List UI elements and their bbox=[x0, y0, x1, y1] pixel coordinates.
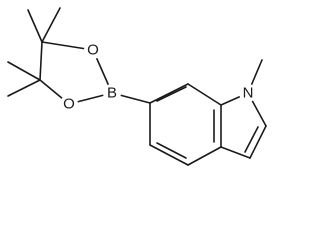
bond-methyl-4 bbox=[7, 79, 41, 97]
bond-c1-c2 bbox=[39, 41, 43, 81]
oxygen-top-bg bbox=[84, 41, 102, 59]
bond-methyl-1 bbox=[27, 9, 43, 43]
chemical-structure: O O B N bbox=[7, 7, 267, 166]
bond-c2-c3 bbox=[249, 125, 267, 159]
nitrogen-bg bbox=[239, 84, 257, 102]
atom-nitrogen: N bbox=[243, 85, 254, 102]
atom-oxygen-bottom: O bbox=[63, 96, 75, 113]
oxygen-bottom-bg bbox=[60, 95, 78, 113]
bond-methyl-3 bbox=[7, 61, 41, 81]
bond-c4-c5 bbox=[149, 144, 189, 166]
bond-c6-c7-inner bbox=[156, 86, 187, 102]
boron-bg bbox=[103, 84, 121, 102]
bond-c7-c7a bbox=[187, 83, 222, 106]
bond-c4-c5-inner bbox=[156, 142, 187, 159]
bond-c2-c3-inner bbox=[244, 126, 259, 153]
bond-c3-c3a bbox=[220, 146, 251, 159]
bond-c6-c7 bbox=[149, 83, 189, 104]
atom-boron: B bbox=[107, 85, 117, 102]
bond-c3a-c4 bbox=[187, 146, 222, 166]
atom-oxygen-top: O bbox=[87, 42, 99, 59]
bond-methyl-2 bbox=[41, 7, 61, 43]
